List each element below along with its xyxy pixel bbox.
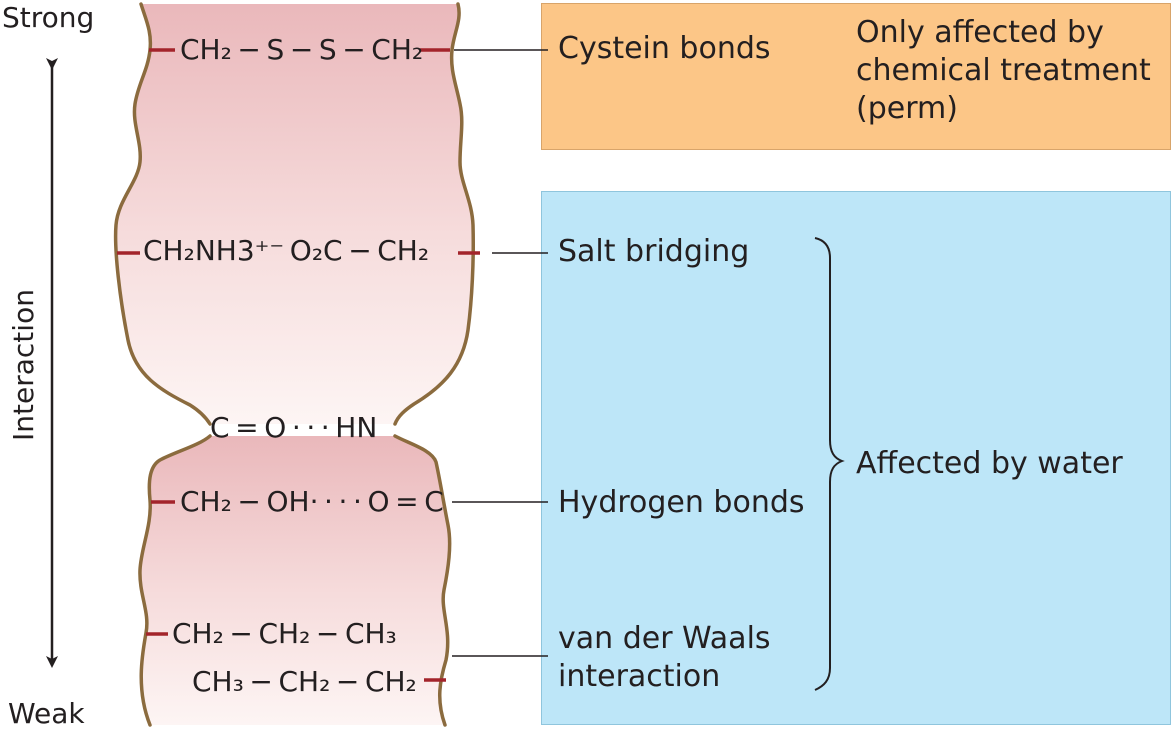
hair-outline-lower-left	[138, 434, 212, 727]
hair-outline-lower-right	[393, 434, 452, 727]
formula-amide: C = O · · · HN	[210, 411, 378, 444]
label-salt-bridging: Salt bridging	[558, 234, 750, 269]
water-affected-text: Affected by water	[856, 446, 1123, 481]
water-bracket	[814, 237, 845, 691]
formula-vdw-upper: CH₂ − CH₂ − CH₃	[172, 617, 397, 650]
formula-cysteine: CH₂ − S − S − CH₂	[180, 33, 424, 66]
hair-segment-upper	[115, 4, 474, 424]
strong-label: Strong	[2, 1, 95, 34]
label-hydrogen-bonds: Hydrogen bonds	[558, 485, 805, 520]
water-affected-box	[541, 191, 1171, 725]
hair-outline-upper-left	[113, 2, 212, 426]
formula-vdw-lower: CH₃ − CH₂ − CH₂	[192, 665, 417, 698]
interaction-label: Interaction	[7, 289, 40, 441]
hair-segment-lower	[139, 436, 450, 725]
hair-outline-upper-right	[393, 2, 476, 426]
formula-salt: CH₂NH3⁺⁻ O₂C − CH₂	[143, 234, 430, 267]
weak-label: Weak	[8, 697, 85, 730]
chemical-treatment-box	[541, 3, 1171, 150]
formula-hydroxyl: CH₂ − OH· · · · O = C	[180, 485, 444, 518]
chemical-treatment-text: Only affected by chemical treatment (per…	[856, 15, 1151, 126]
label-cysteine-bonds: Cystein bonds	[558, 31, 771, 66]
label-van-der-waals: van der Waals interaction	[558, 621, 771, 694]
